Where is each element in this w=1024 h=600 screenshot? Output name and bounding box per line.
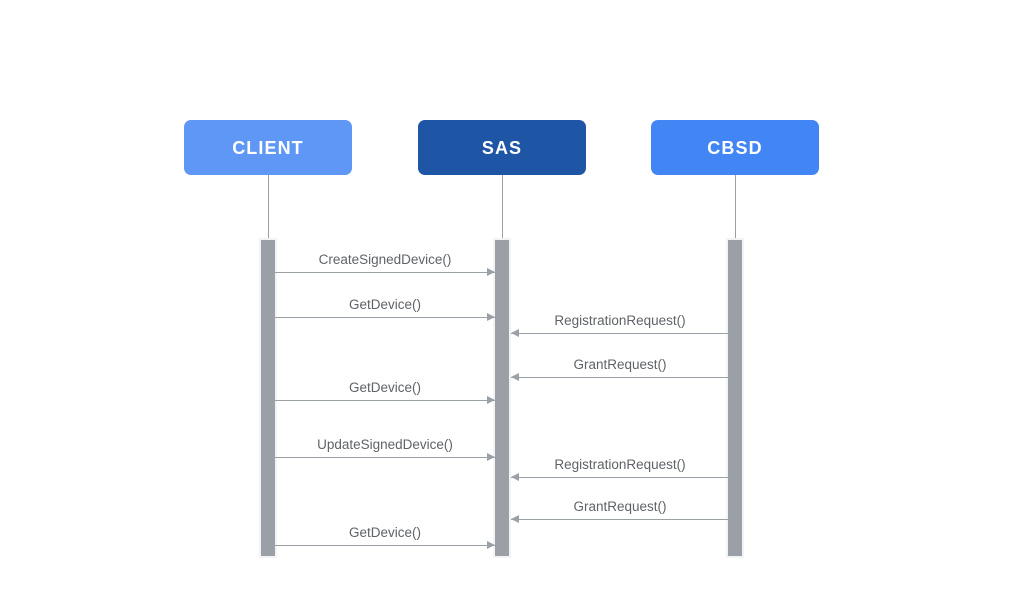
activation-bar-cbsd [726,238,744,558]
message-label: GetDevice() [348,524,421,540]
arrowhead-left-icon [511,473,519,481]
participant-client-label: CLIENT [232,137,304,158]
lifeline-cbsd [735,175,736,240]
message-label: GrantRequest() [573,498,667,514]
message-line [511,519,729,520]
message-line [511,333,729,334]
participant-cbsd[interactable]: CBSD [651,120,819,175]
diagram-title-text: Device management [384,37,618,65]
message-label: CreateSignedDevice() [318,251,452,267]
message-line [275,400,495,401]
diagram-title-banner: Device management [184,24,818,79]
participant-sas[interactable]: SAS [418,120,586,175]
activation-bar-sas [493,238,511,558]
participant-cbsd-label: CBSD [707,137,763,158]
arrowhead-right-icon [487,541,495,549]
arrowhead-right-icon [487,268,495,276]
message-label: UpdateSignedDevice() [317,436,453,452]
arrowhead-left-icon [511,329,519,337]
message-line [511,377,729,378]
lifeline-sas [502,175,503,240]
message-line [511,477,729,478]
arrowhead-right-icon [487,453,495,461]
activation-bar-client [259,238,277,558]
message-line [275,545,495,546]
message-line [275,317,495,318]
message-line [275,457,495,458]
lifeline-client [268,175,269,240]
message-label: RegistrationRequest() [554,312,686,328]
message-label: GetDevice() [348,296,421,312]
message-label: GetDevice() [348,379,421,395]
participant-client[interactable]: CLIENT [184,120,352,175]
arrowhead-right-icon [487,396,495,404]
arrowhead-left-icon [511,373,519,381]
arrowhead-right-icon [487,313,495,321]
message-label: RegistrationRequest() [554,456,686,472]
message-line [275,272,495,273]
participant-sas-label: SAS [481,137,523,158]
message-label: GrantRequest() [573,356,667,372]
arrowhead-left-icon [511,515,519,523]
